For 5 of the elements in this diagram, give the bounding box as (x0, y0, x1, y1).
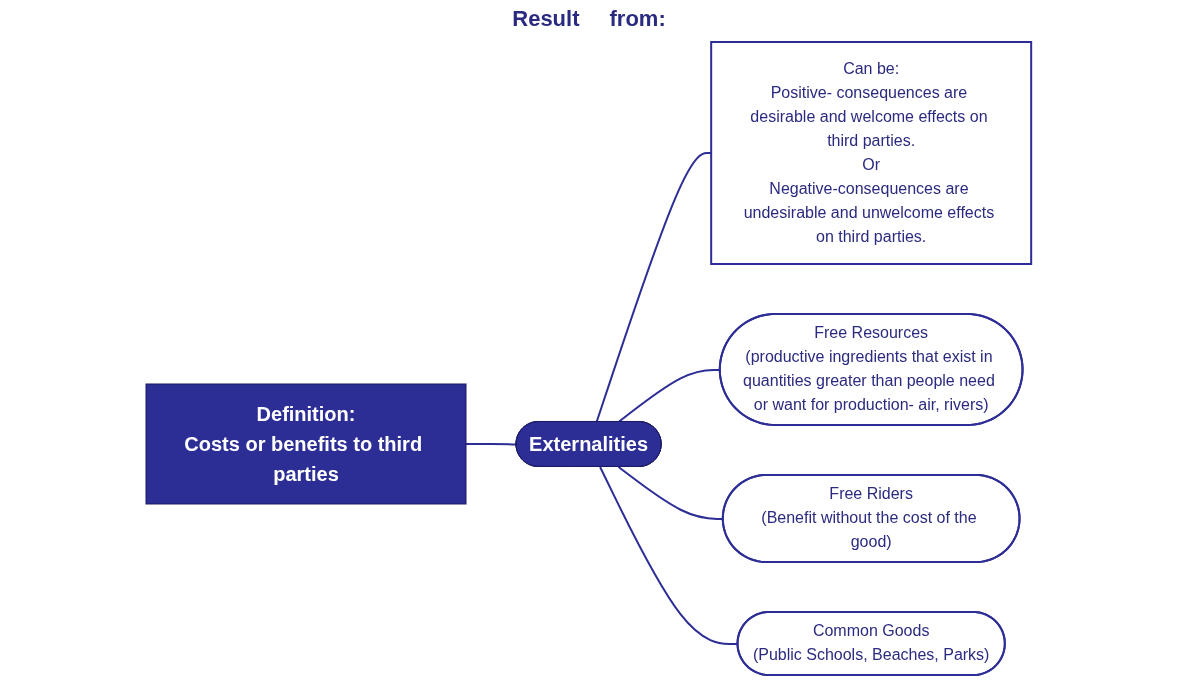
node-box: Definition: Costs or benefits to third parties (145, 383, 467, 505)
caption-text: Result (512, 6, 580, 32)
caption-text: from: (609, 6, 666, 32)
connector (465, 443, 518, 446)
node-box: Can be: Positive- consequences are desirable and welcome effects on third parties. Or Negative-consequences are undesirable and unwelcome effects on third parties. (710, 41, 1033, 265)
